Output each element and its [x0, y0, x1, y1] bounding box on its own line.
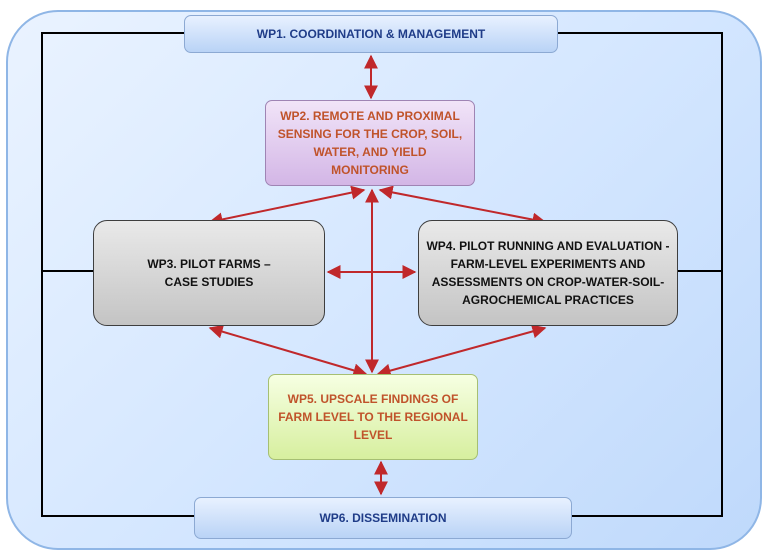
wp6-label: WP6. DISSEMINATION — [319, 511, 447, 525]
left-frame-line — [41, 32, 194, 517]
wp5-upscale-box: WP5. UPSCALE FINDINGS OF FARM LEVEL TO T… — [268, 374, 478, 460]
wp4-label: WP4. PILOT RUNNING AND EVALUATION - FARM… — [426, 239, 670, 307]
wp6-dissemination-box: WP6. DISSEMINATION — [194, 497, 572, 539]
arrow-wp2-wp4 — [378, 185, 547, 227]
arrow-wp3-wp5 — [208, 324, 368, 378]
frame-lines — [41, 32, 723, 517]
wp2-sensing-box: WP2. REMOTE AND PROXIMAL SENSING FOR THE… — [265, 100, 475, 186]
wp2-label: WP2. REMOTE AND PROXIMAL SENSING FOR THE… — [277, 109, 463, 177]
right-frame-line — [558, 32, 723, 517]
wp3-label: WP3. PILOT FARMS – CASE STUDIES — [147, 257, 271, 289]
arrow-wp2-wp3 — [208, 185, 366, 227]
arrow-wp4-wp5 — [376, 324, 547, 378]
wp1-coordination-box: WP1. COORDINATION & MANAGEMENT — [184, 15, 558, 53]
wp1-label: WP1. COORDINATION & MANAGEMENT — [256, 27, 486, 41]
wp4-pilot-running-box: WP4. PILOT RUNNING AND EVALUATION - FARM… — [418, 220, 678, 326]
wp3-pilot-farms-box: WP3. PILOT FARMS – CASE STUDIES — [93, 220, 325, 326]
wp5-label: WP5. UPSCALE FINDINGS OF FARM LEVEL TO T… — [278, 392, 468, 442]
